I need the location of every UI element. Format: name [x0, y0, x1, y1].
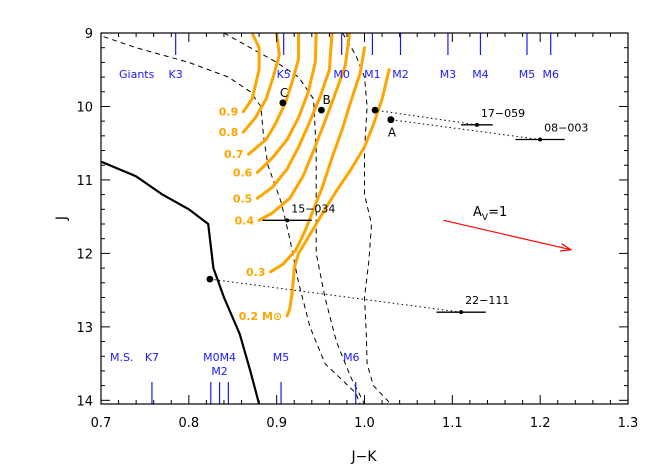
mass-track-5: [255, 33, 334, 200]
star-label-1: 17−059: [481, 107, 525, 120]
point-c: [279, 99, 287, 107]
star-label-2: 08−003: [544, 122, 588, 135]
dereddened-point-4: [206, 275, 214, 283]
dereddened-point-1: [371, 106, 379, 114]
giant-type-label-9: M6: [542, 68, 559, 81]
axes-layer: 0.7 0.8 0.9 1.0 1.1 1.2 1.3 9 10 11 12 13 14: [76, 27, 638, 431]
mass-track-8: [285, 68, 391, 318]
mass-track-label-1: 0.9: [219, 106, 239, 119]
ms-type-label-2: M0M4: [203, 351, 236, 364]
point-label-c: C: [280, 86, 288, 100]
reddening-vector-label: AV=1: [473, 205, 507, 223]
isochrone-line-3: [342, 33, 392, 404]
ms-type-label-4: M5: [273, 351, 290, 364]
star-point-1: [474, 122, 479, 127]
point-label-a: A: [388, 126, 397, 140]
zams-line: [101, 160, 261, 404]
giant-type-label-5: M2: [392, 68, 409, 81]
star-point-2: [538, 137, 543, 142]
mass-track-1: [241, 33, 261, 114]
x-tick-label: 0.8: [178, 416, 199, 431]
y-tick-label: 13: [76, 321, 93, 336]
x-axis-label: J−K: [350, 449, 377, 465]
isochrone-line-1: [103, 36, 361, 404]
ms-type-label-5: M6: [343, 351, 360, 364]
x-tick-label: 0.7: [91, 416, 112, 431]
mass-track-4: [255, 33, 318, 175]
y-tick-label: 10: [76, 100, 93, 115]
giants-label: Giants: [119, 68, 155, 81]
mass-track-label-5: 0.5: [233, 192, 253, 205]
ms-type-label-3: M2: [211, 365, 228, 378]
mass-track-label-6: 0.4: [235, 214, 255, 227]
plot-frame: [100, 32, 629, 405]
mass-track-label-2: 0.8: [219, 126, 239, 139]
mass-track-7: [269, 46, 366, 274]
x-tick-label: 1.3: [618, 416, 639, 431]
mass-track-label-8: 0.2 M⊙: [239, 310, 282, 323]
main-sequence-label: M.S.: [110, 351, 133, 364]
x-tick-label: 1.0: [354, 416, 375, 431]
y-axis-label: J: [54, 216, 70, 221]
giant-type-label-4: M1: [364, 68, 381, 81]
dereddening-line-1: [374, 109, 477, 126]
mass-track-label-4: 0.6: [233, 167, 253, 180]
x-tick-label: 0.9: [266, 416, 287, 431]
star-point-3: [285, 218, 290, 223]
y-tick-label: 11: [76, 174, 93, 189]
reddening-vector-line: [443, 219, 572, 251]
reddening-vector-arrowhead: [559, 243, 573, 252]
x-tick-label: 1.2: [530, 416, 551, 431]
giant-type-label-2: K5: [277, 68, 291, 81]
point-a: [387, 116, 395, 124]
star-label-3: 15−034: [291, 202, 335, 215]
star-point-4: [459, 310, 464, 315]
mass-track-2: [241, 33, 281, 134]
point-b: [318, 106, 325, 114]
point-label-b: B: [322, 93, 330, 107]
dereddening-line-2: [390, 119, 541, 141]
giant-type-label-1: K3: [169, 68, 183, 81]
stars-layer: 17−059 08−003 15−034 22−111 A B C: [206, 86, 588, 315]
star-label-4: 22−111: [465, 294, 509, 307]
giant-type-label-3: M0: [333, 68, 350, 81]
y-tick-label: 14: [76, 394, 93, 409]
mass-track-labels: 0.9 0.8 0.7 0.6 0.5 0.4 0.3 0.2 M⊙: [219, 106, 282, 323]
mass-track-6: [257, 33, 352, 222]
mass-track-label-7: 0.3: [246, 266, 266, 279]
isochrone-line-2: [223, 33, 365, 404]
isochrones-layer: [103, 33, 392, 404]
main-sequence-layer: [101, 160, 261, 404]
mass-tracks-layer: [241, 33, 391, 318]
giant-type-label-6: M3: [440, 68, 457, 81]
reddening-vector-layer: AV=1: [443, 205, 573, 252]
y-tick-label: 9: [85, 27, 93, 42]
giant-type-label-8: M5: [519, 68, 536, 81]
dereddening-line-4: [209, 278, 462, 313]
ms-type-label-1: K7: [145, 351, 159, 364]
giant-type-label-7: M4: [472, 68, 489, 81]
mass-track-label-3: 0.7: [224, 148, 244, 161]
y-tick-label: 12: [76, 247, 93, 262]
x-tick-label: 1.1: [442, 416, 463, 431]
